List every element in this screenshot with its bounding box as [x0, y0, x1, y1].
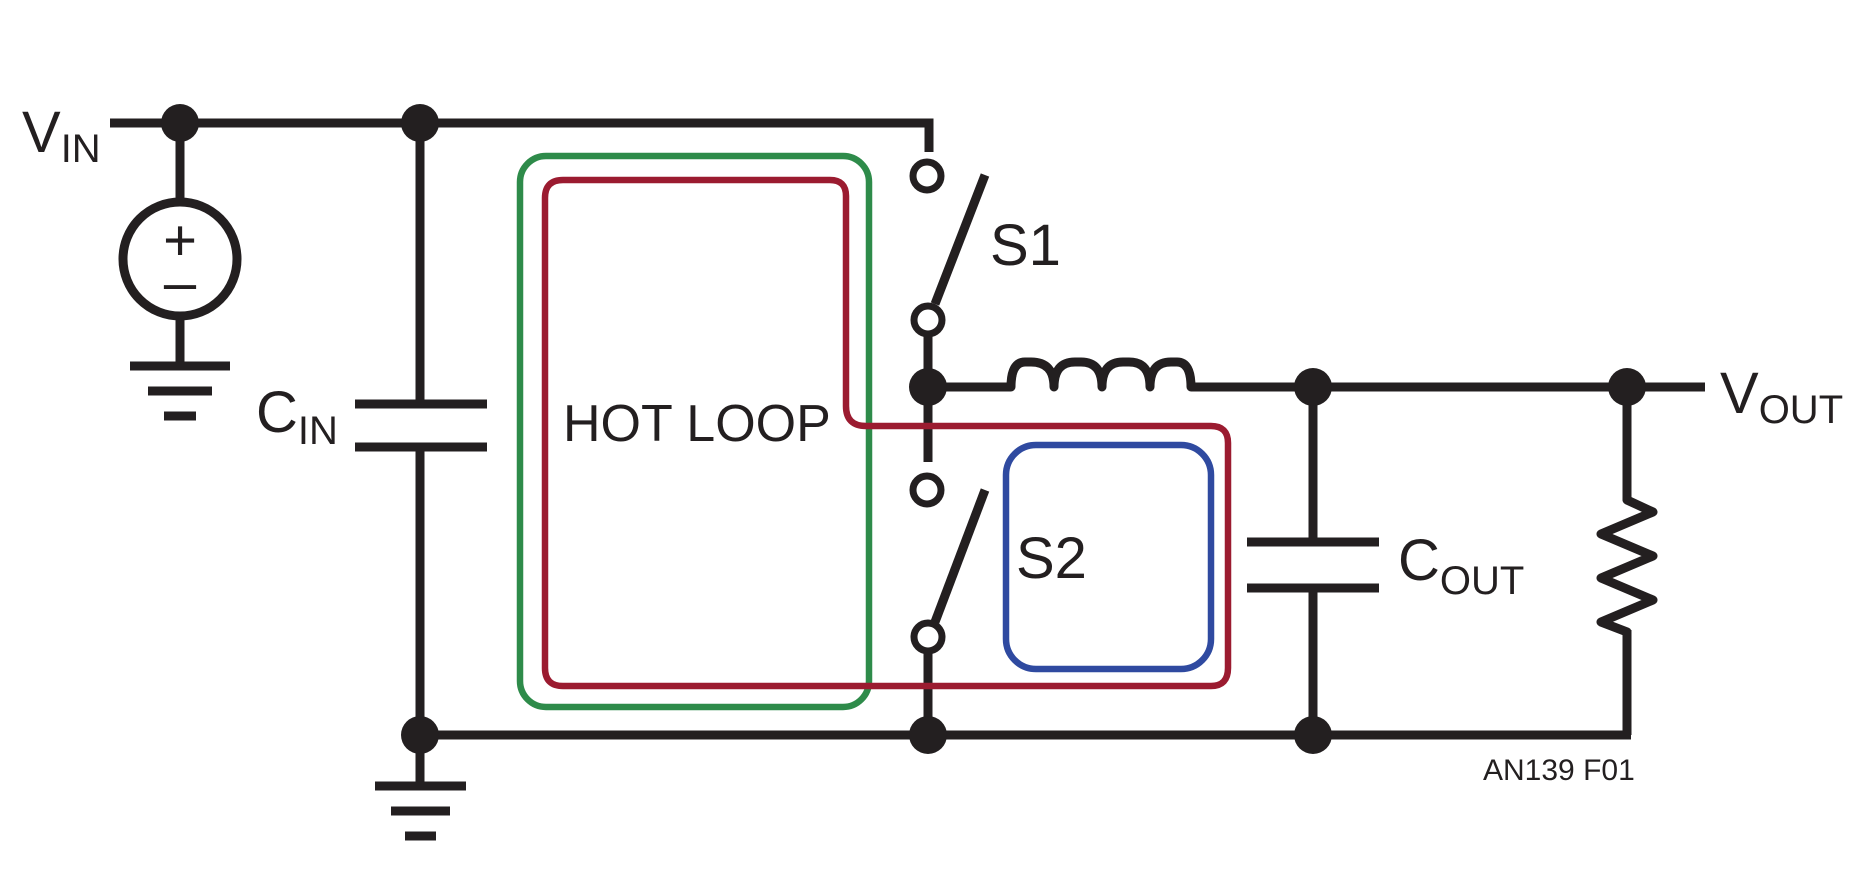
cin-capacitor	[355, 399, 487, 452]
vout-label: VOUT	[1720, 361, 1843, 432]
vin-rail	[110, 118, 934, 152]
green-loop	[516, 152, 873, 711]
cout-label: COUT	[1398, 528, 1524, 603]
junction-dots	[161, 104, 1646, 754]
cin-label: CIN	[256, 380, 338, 453]
source-minus-sign: –	[164, 250, 197, 315]
vin-label: VIN	[22, 100, 101, 171]
s2-label: S2	[1016, 526, 1087, 591]
voltage-source: + –	[118, 197, 242, 321]
s1-label: S1	[990, 213, 1061, 278]
source-plus-sign: +	[163, 208, 197, 273]
figure-id-label: AN139 F01	[1483, 754, 1635, 787]
hot-loop-red	[541, 176, 1232, 690]
hot-loop-label: HOT LOOP	[563, 395, 831, 453]
cout-capacitor	[1247, 537, 1379, 593]
switch-s1	[909, 158, 990, 338]
blue-loop	[1002, 441, 1215, 673]
inductor	[1006, 357, 1196, 392]
load-resistor	[1596, 495, 1658, 637]
ground-symbol-source	[130, 361, 230, 421]
switch-s2	[909, 472, 990, 655]
ground-symbol-cin	[375, 781, 466, 841]
